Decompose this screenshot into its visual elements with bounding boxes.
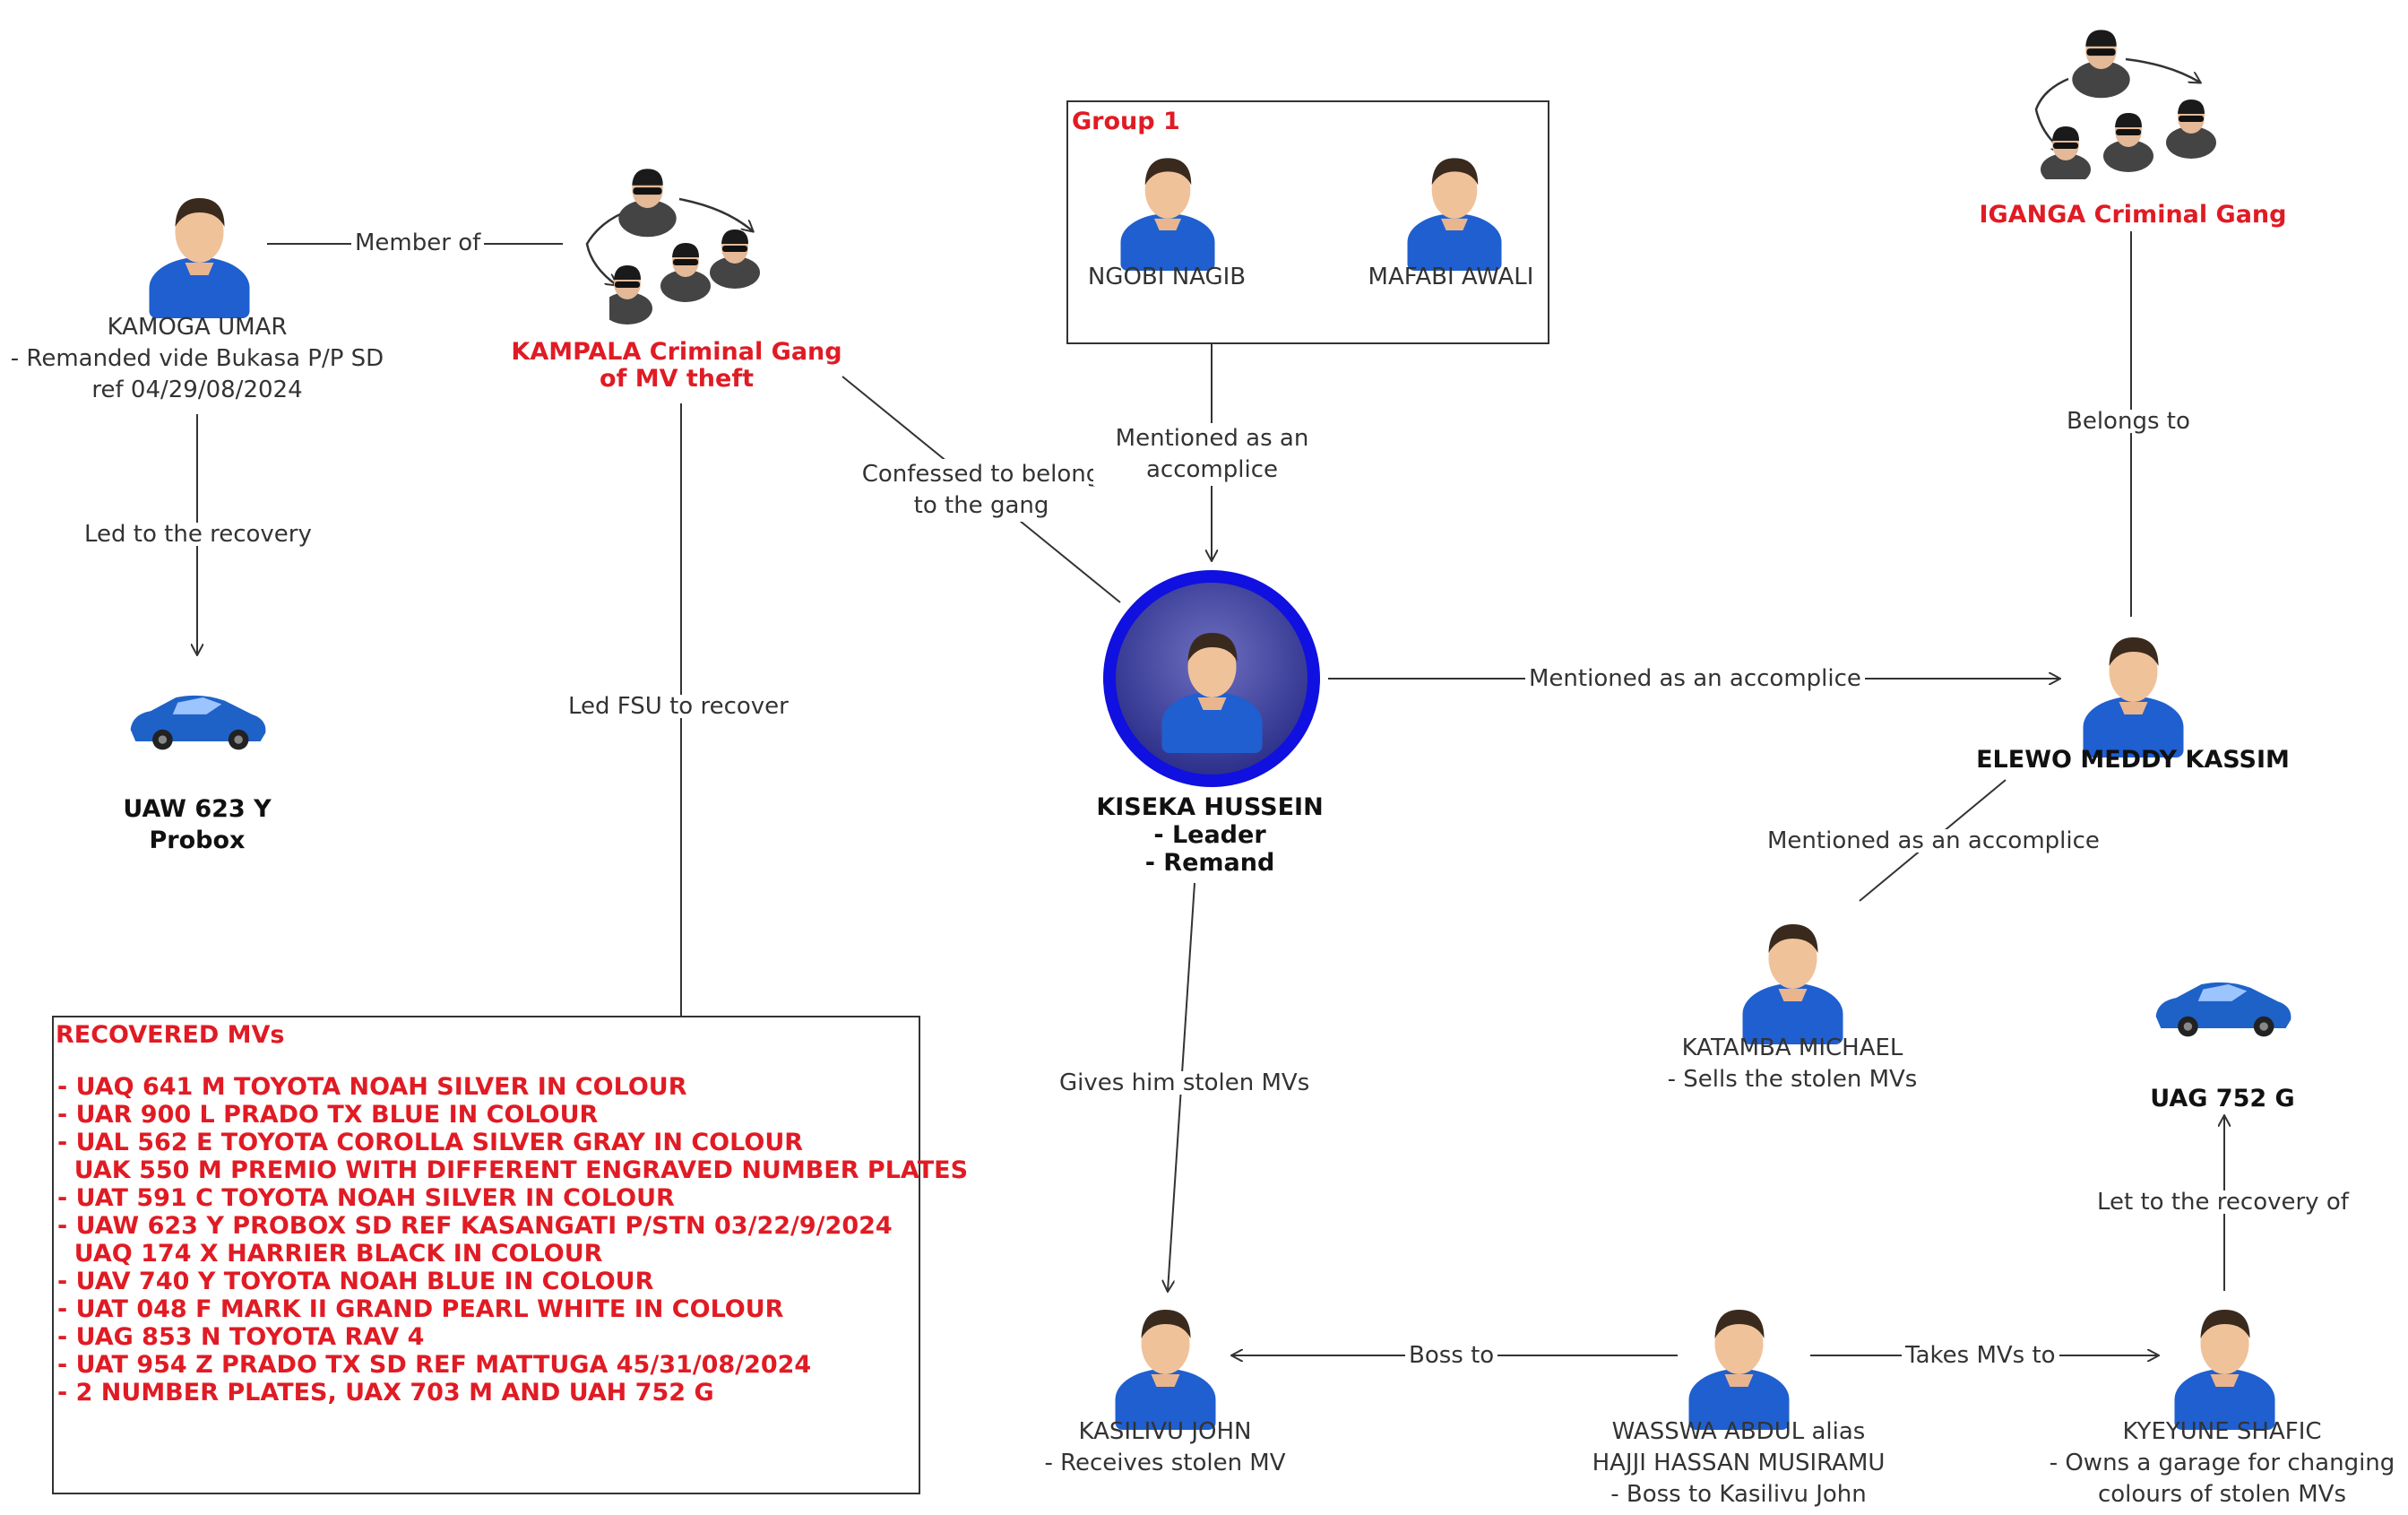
katamba-name: KATAMBA MICHAEL	[1681, 1035, 1903, 1061]
kasilivu-caption: KASILIVU JOHN - Receives stolen MV	[995, 1416, 1335, 1479]
edge-label-led-recovery-of: Let to the recovery of	[2093, 1190, 2352, 1214]
recovered-item: - UAQ 641 M TOYOTA NOAH SILVER IN COLOUR	[57, 1073, 687, 1101]
recovered-item: - UAV 740 Y TOYOTA NOAH BLUE IN COLOUR	[57, 1268, 654, 1295]
criminal-gang-icon	[609, 169, 760, 325]
kampala-line2: of MV theft	[600, 364, 754, 393]
edge-label-takes-mvs: Takes MVs to	[1902, 1344, 2059, 1367]
recovered-item: - UAG 853 N TOYOTA RAV 4	[57, 1323, 425, 1351]
mafabi-name: MAFABI AWALI	[1368, 264, 1534, 290]
wasswa-caption: WASSWA ABDUL alias HAJJI HASSAN MUSIRAMU…	[1541, 1416, 1936, 1511]
recovered-item: UAK 550 M PREMIO WITH DIFFERENT ENGRAVED…	[57, 1156, 969, 1184]
recovered-item: - UAT 048 F MARK II GRAND PEARL WHITE IN…	[57, 1295, 784, 1323]
recovered-mvs-box: RECOVERED MVs - UAQ 641 M TOYOTA NOAH SI…	[52, 1016, 968, 1494]
katamba-caption: KATAMBA MICHAEL - Sells the stolen MVs	[1613, 1033, 1972, 1095]
kasilivu-name: KASILIVU JOHN	[1078, 1418, 1252, 1445]
person-icon	[1407, 158, 1502, 271]
edge-label-led-fsu: Led FSU to recover	[565, 695, 792, 718]
person-icon	[2083, 637, 2184, 758]
recovered-item: - UAR 900 L PRADO TX BLUE IN COLOUR	[57, 1101, 599, 1129]
wasswa-name: WASSWA ABDUL alias	[1611, 1418, 1866, 1445]
ngobi-name: NGOBI NAGIB	[1087, 264, 1247, 290]
confessed-line1: Confessed to belong	[861, 461, 1101, 488]
edge-label-boss-to: Boss to	[1405, 1344, 1498, 1367]
recovered-item: - 2 NUMBER PLATES, UAX 703 M AND UAH 752…	[57, 1379, 714, 1407]
edge-label-mentioned: Mentioned as an accomplice	[1093, 423, 1331, 487]
uaw-model: Probox	[149, 827, 246, 855]
iganga-gang-label: IGANGA Criminal Gang	[1979, 201, 2287, 229]
recovered-item: UAQ 174 X HARRIER BLACK IN COLOUR	[57, 1240, 603, 1268]
mentioned-line1: Mentioned as an	[1115, 425, 1309, 452]
recovered-title: RECOVERED MVs	[56, 1021, 285, 1049]
recovered-list: - UAQ 641 M TOYOTA NOAH SILVER IN COLOUR…	[57, 1073, 968, 1407]
confessed-line2: to the gang	[913, 492, 1049, 520]
kamoga-note2: ref 04/29/08/2024	[91, 377, 303, 404]
edge-label-confessed: Confessed to belong to the gang	[833, 459, 1129, 523]
recovered-item: - UAW 623 Y PROBOX SD REF KASANGATI P/ST…	[57, 1212, 893, 1240]
person-icon	[149, 198, 250, 318]
kiseka-caption: KISEKA HUSSEIN - Leader - Remand	[1031, 793, 1389, 877]
edge-label-mentioned-katamba: Mentioned as an accomplice	[1764, 829, 2103, 853]
kyeyune-name: KYEYUNE SHAFIC	[2122, 1418, 2322, 1445]
uaw-caption: UAW 623 Y Probox	[90, 793, 305, 856]
recovered-item: - UAT 591 C TOYOTA NOAH SILVER IN COLOUR	[57, 1184, 675, 1212]
edge-label-led-recovery: Led to the recovery	[81, 523, 315, 546]
edge-label-gives-mvs: Gives him stolen MVs	[1056, 1071, 1314, 1095]
edge-label-member-of: Member of	[351, 231, 485, 255]
kyeyune-caption: KYEYUNE SHAFIC - Owns a garage for chang…	[2036, 1416, 2408, 1511]
person-icon	[2174, 1310, 2275, 1430]
group-1-box: Group 1 NGOBI NAGIB MAFABI AWALI	[1066, 100, 1549, 344]
kiseka-name: KISEKA HUSSEIN	[1096, 793, 1324, 821]
kampala-gang-label: KAMPALA Criminal Gang of MV theft	[502, 339, 851, 392]
uaw-plate: UAW 623 Y	[123, 795, 272, 823]
mentioned-line2: accomplice	[1146, 456, 1278, 484]
person-icon	[1742, 924, 1843, 1044]
edge-label-mentioned-elewo: Mentioned as an accomplice	[1525, 667, 1865, 690]
kamoga-note1: - Remanded vide Bukasa P/P SD	[10, 345, 384, 373]
person-icon	[1161, 633, 1263, 753]
person-icon	[1688, 1310, 1790, 1430]
car-icon	[2155, 982, 2291, 1037]
wasswa-name2: HAJJI HASSAN MUSIRAMU	[1592, 1450, 1886, 1477]
kyeyune-note1: - Owns a garage for changing	[2049, 1450, 2395, 1477]
kamoga-caption: KAMOGA UMAR - Remanded vide Bukasa P/P S…	[0, 312, 394, 406]
car-icon	[130, 695, 266, 750]
kampala-line1: KAMPALA Criminal Gang	[511, 338, 842, 366]
group-1-title: Group 1	[1072, 108, 1180, 135]
person-icon	[1120, 158, 1215, 271]
kyeyune-note2: colours of stolen MVs	[2097, 1481, 2346, 1509]
elewo-name: ELEWO MEDDY KASSIM	[1976, 746, 2290, 774]
katamba-note1: - Sells the stolen MVs	[1667, 1066, 1918, 1094]
kamoga-name: KAMOGA UMAR	[107, 314, 288, 341]
criminal-gang-icon	[2041, 30, 2216, 179]
person-icon	[1115, 1310, 1216, 1430]
uag-plate: UAG 752 G	[2150, 1085, 2295, 1112]
kasilivu-note1: - Receives stolen MV	[1044, 1450, 1286, 1477]
edge-label-belongs-to: Belongs to	[2063, 410, 2194, 433]
kiseka-note1: - Leader	[1153, 821, 1266, 850]
recovered-item: - UAT 954 Z PRADO TX SD REF MATTUGA 45/3…	[57, 1351, 812, 1379]
recovered-item: - UAL 562 E TOYOTA COROLLA SILVER GRAY I…	[57, 1129, 804, 1156]
wasswa-note1: - Boss to Kasilivu John	[1610, 1481, 1867, 1509]
kiseka-note2: - Remand	[1144, 849, 1275, 878]
